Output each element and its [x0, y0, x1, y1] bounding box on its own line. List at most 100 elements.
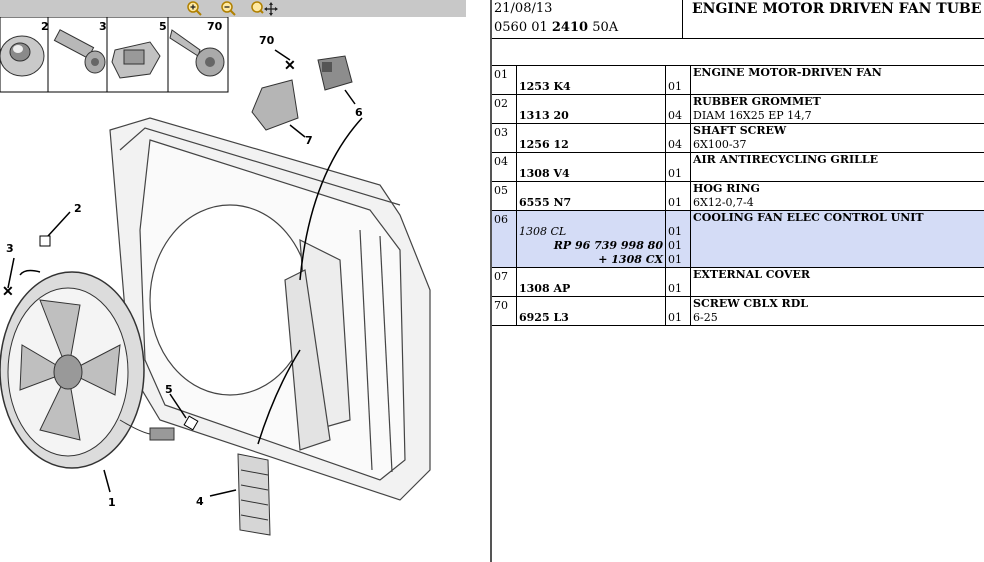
callout-5[interactable]: 5	[165, 383, 173, 396]
callout-2[interactable]: 2	[74, 202, 82, 215]
engine-fan	[0, 271, 175, 469]
part-quantity: 01	[668, 167, 682, 180]
row-references: 1253 K4	[516, 66, 666, 95]
fan-shroud-frame	[109, 117, 431, 501]
part-reference[interactable]: 1253 K4	[519, 80, 571, 93]
page-title: ENGINE MOTOR DRIVEN FAN TUBE	[692, 1, 982, 17]
callout-3[interactable]: 3	[6, 242, 14, 255]
zoom-out-button[interactable]	[220, 0, 238, 17]
part-spec: DIAM 16X25 EP 14,7	[693, 109, 812, 122]
row-number: 70	[492, 296, 517, 326]
zoom-pan-button[interactable]	[250, 0, 278, 17]
callout-5-thumb: 5	[159, 20, 167, 33]
table-top-rule	[492, 65, 984, 66]
part-description: HOG RING	[693, 182, 760, 195]
panel-divider[interactable]	[490, 0, 492, 562]
zoom-pan-icon	[251, 1, 278, 16]
part-description: COOLING FAN ELEC CONTROL UNIT	[693, 211, 924, 224]
part-reference[interactable]: 1256 12	[519, 138, 569, 151]
ref-prefix: 0560 01	[494, 20, 552, 35]
ref-bold: 2410	[551, 20, 589, 35]
row-number: 03	[492, 123, 517, 153]
zoom-out-icon	[221, 1, 236, 16]
part-quantity: 01	[668, 196, 682, 209]
zoom-in-button[interactable]	[186, 0, 204, 17]
part-reference[interactable]: 1308 AP	[519, 282, 571, 295]
control-unit	[317, 55, 353, 91]
callout-2-thumb: 2	[41, 20, 49, 33]
row-number: 07	[492, 267, 517, 297]
row-quantities: 04	[665, 123, 691, 153]
row-description: AIR ANTIRECYCLING GRILLE	[690, 152, 984, 182]
row-references: 6925 L3	[516, 296, 666, 326]
part-spec	[693, 225, 982, 239]
callout-4[interactable]: 4	[196, 495, 204, 508]
ref-suffix: 50A	[588, 20, 619, 35]
part-reference[interactable]: 1308 V4	[519, 167, 570, 180]
part-spec: 6-25	[693, 311, 718, 324]
part-quantity: 01	[668, 253, 682, 266]
hog-ring-thumb	[111, 41, 161, 79]
part-quantity: 04	[668, 138, 682, 151]
header-rule	[492, 38, 984, 39]
row-references: 1256 12	[516, 123, 666, 153]
part-spec: 6X12-0,7-4	[693, 196, 754, 209]
row-number: 02	[492, 94, 517, 124]
callout-3-thumb: 3	[99, 20, 107, 33]
zoom-toolbar	[0, 0, 466, 17]
part-spec: 6X100-37	[693, 138, 747, 151]
part-quantity: 01	[668, 311, 682, 324]
row-description: EXTERNAL COVER	[690, 267, 984, 297]
shaft-screw-thumb	[53, 29, 106, 74]
hog-ring-marker	[183, 415, 199, 431]
part-description: SHAFT SCREW	[693, 124, 787, 137]
grommet-marker	[39, 235, 51, 247]
row-number: 04	[492, 152, 517, 182]
row-number: 01	[492, 66, 517, 95]
callout-70[interactable]: 70	[259, 34, 275, 47]
leader-lines	[7, 49, 363, 497]
grommet-thumb	[0, 35, 45, 77]
part-description: ENGINE MOTOR-DRIVEN FAN	[693, 66, 882, 79]
part-quantity: 01	[668, 225, 682, 238]
part-description: SCREW CBLX RDL	[693, 297, 808, 310]
callout-6[interactable]: 6	[355, 106, 363, 119]
parts-panel: 21/08/13 0560 01 2410 50A ENGINE MOTOR D…	[492, 0, 984, 562]
part-reference[interactable]: RP 96 739 998 80	[553, 239, 663, 252]
callout-7[interactable]: 7	[305, 134, 313, 147]
row-quantities: 01	[665, 296, 691, 326]
part-reference[interactable]: 6925 L3	[519, 311, 569, 324]
part-quantity: 01	[668, 239, 682, 252]
part-reference[interactable]: 6555 N7	[519, 196, 572, 209]
row-references: 1308 AP	[516, 267, 666, 297]
exploded-parts-diagram[interactable]: 2 3 5 70	[0, 0, 490, 562]
part-quantity: 04	[668, 109, 682, 122]
diagram-panel[interactable]: 2 3 5 70	[0, 0, 490, 562]
part-description: RUBBER GROMMET	[693, 95, 821, 108]
part-spec	[693, 167, 982, 181]
part-description: EXTERNAL COVER	[693, 268, 810, 281]
thumbnail-strip: 2 3 5 70	[0, 16, 229, 93]
part-reference[interactable]: 1313 20	[519, 109, 569, 122]
part-reference[interactable]: + 1308 CX	[598, 253, 663, 266]
part-reference[interactable]: 1308 CL	[519, 225, 567, 238]
part-quantity: 01	[668, 282, 682, 295]
callout-1[interactable]: 1	[108, 496, 116, 509]
row-description: COOLING FAN ELEC CONTROL UNIT	[690, 210, 984, 268]
row-number: 06	[492, 210, 517, 268]
